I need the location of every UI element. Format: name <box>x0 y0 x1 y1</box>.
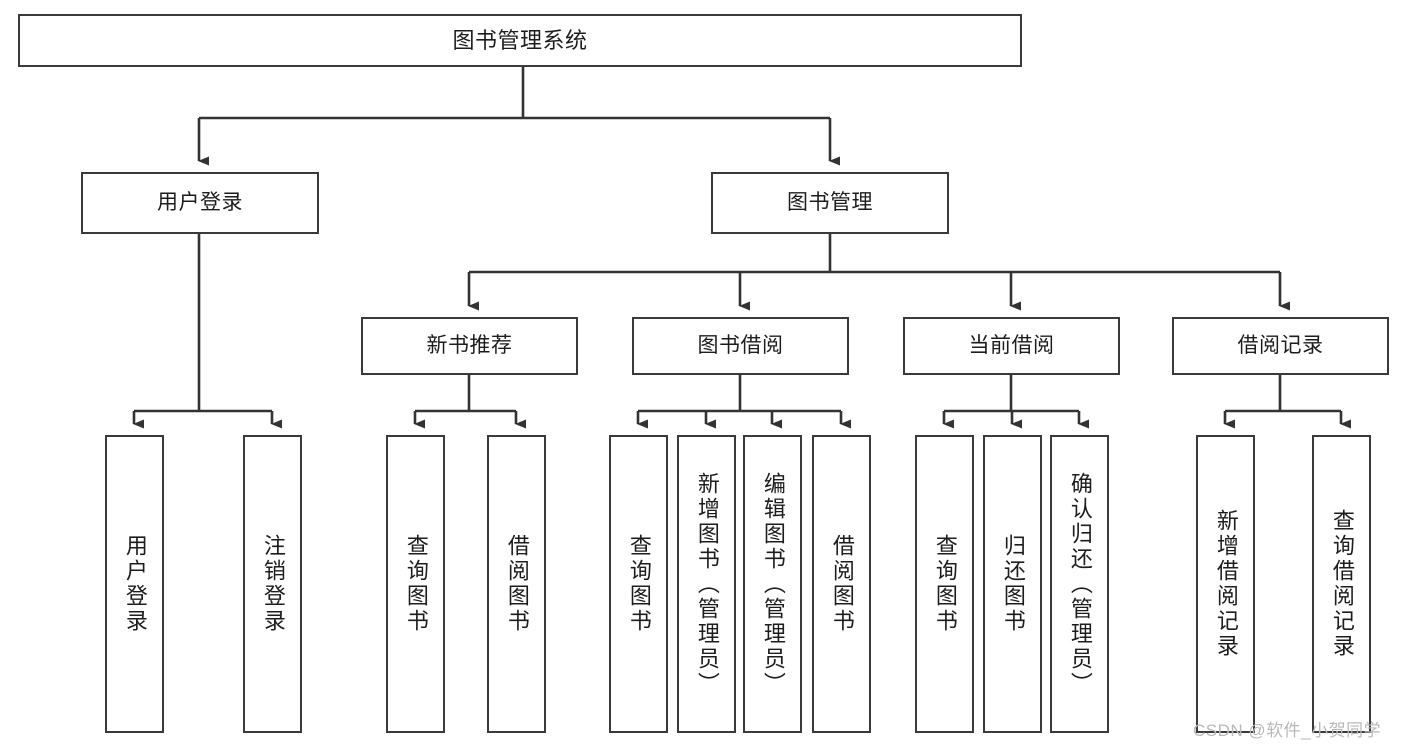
node-book-manage-label: 图书管理 <box>787 190 873 214</box>
node-leaf-return-book-label: 归还图书 <box>1000 534 1026 634</box>
node-leaf-user-login-label: 用户登录 <box>122 534 148 634</box>
node-borrow-record[interactable]: 借阅记录 <box>1172 317 1389 375</box>
node-root[interactable]: 图书管理系统 <box>18 14 1022 67</box>
node-user-login[interactable]: 用户登录 <box>81 172 319 234</box>
node-leaf-borrow-book-1-label: 借阅图书 <box>504 534 530 634</box>
node-leaf-query-book-2-label: 查询图书 <box>626 534 652 634</box>
node-leaf-query-borrow-record-label: 查询借阅记录 <box>1329 509 1355 659</box>
node-user-login-label: 用户登录 <box>157 190 243 214</box>
node-leaf-query-book-3-label: 查询图书 <box>932 534 958 634</box>
node-leaf-return-book[interactable]: 归还图书 <box>983 435 1042 733</box>
node-new-book-recommend[interactable]: 新书推荐 <box>361 317 578 375</box>
node-new-book-recommend-label: 新书推荐 <box>426 333 513 357</box>
node-current-borrow[interactable]: 当前借阅 <box>903 317 1120 375</box>
node-current-borrow-label: 当前借阅 <box>968 333 1055 357</box>
node-root-label: 图书管理系统 <box>452 27 588 53</box>
node-leaf-add-book-admin[interactable]: 新增图书（管理员） <box>677 435 736 733</box>
node-leaf-query-borrow-record[interactable]: 查询借阅记录 <box>1312 435 1371 733</box>
node-leaf-user-logout[interactable]: 注销登录 <box>243 435 302 733</box>
node-leaf-edit-book-admin-label: 编辑图书（管理员） <box>760 471 786 697</box>
node-borrow-record-label: 借阅记录 <box>1237 333 1324 357</box>
node-leaf-confirm-return-label: 确认归还（管理员） <box>1067 471 1093 697</box>
node-leaf-borrow-book-2-label: 借阅图书 <box>829 534 855 634</box>
node-book-borrow[interactable]: 图书借阅 <box>632 317 849 375</box>
node-leaf-query-book-1-label: 查询图书 <box>403 534 429 634</box>
node-leaf-edit-book-admin[interactable]: 编辑图书（管理员） <box>743 435 802 733</box>
csdn-watermark: CSDN @软件_小贺同学 <box>1193 721 1382 740</box>
node-leaf-add-borrow-record[interactable]: 新增借阅记录 <box>1196 435 1255 733</box>
node-leaf-user-login[interactable]: 用户登录 <box>105 435 164 733</box>
node-leaf-query-book-1[interactable]: 查询图书 <box>386 435 445 733</box>
node-leaf-borrow-book-1[interactable]: 借阅图书 <box>487 435 546 733</box>
node-leaf-confirm-return[interactable]: 确认归还（管理员） <box>1050 435 1109 733</box>
node-leaf-user-logout-label: 注销登录 <box>260 534 286 634</box>
node-leaf-add-borrow-record-label: 新增借阅记录 <box>1213 509 1239 659</box>
node-book-manage[interactable]: 图书管理 <box>711 172 949 234</box>
node-leaf-borrow-book-2[interactable]: 借阅图书 <box>812 435 871 733</box>
node-leaf-add-book-admin-label: 新增图书（管理员） <box>694 471 720 697</box>
node-book-borrow-label: 图书借阅 <box>697 333 784 357</box>
node-leaf-query-book-3[interactable]: 查询图书 <box>915 435 974 733</box>
node-leaf-query-book-2[interactable]: 查询图书 <box>609 435 668 733</box>
